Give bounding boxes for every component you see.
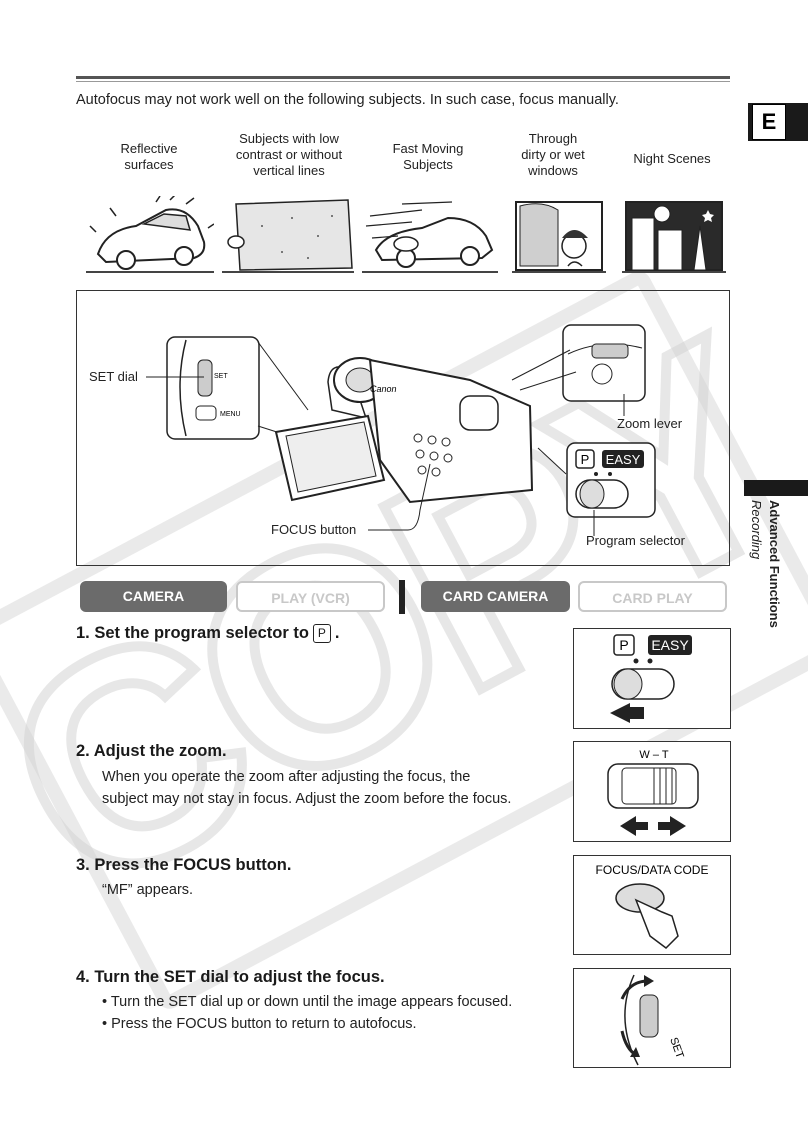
step-2-body: When you operate the zoom after adjustin…: [102, 769, 512, 807]
step-2-image: W – T: [573, 741, 731, 842]
intro-text: Autofocus may not work well on the follo…: [76, 92, 619, 108]
mode-separator: [399, 580, 405, 614]
mode-play-vcr: PLAY (VCR): [236, 581, 385, 612]
inset-easy-text: EASY: [606, 452, 641, 467]
fast-car-illustration: [362, 201, 498, 273]
step4-set-text: SET: [667, 1036, 686, 1060]
zoom-lever-label: Zoom lever: [617, 416, 683, 431]
program-selector-inset: P EASY: [566, 442, 656, 518]
step-2-title: 2. Adjust the zoom.: [76, 742, 227, 760]
focus-button-label: FOCUS button: [271, 522, 357, 537]
set-dial-menu-text: MENU: [220, 411, 241, 418]
set-dial-inset: SET MENU: [166, 336, 260, 440]
section-tab-bar: [744, 480, 808, 496]
top-rule-thin: [76, 81, 730, 82]
section-label: Advanced Functions Recording: [745, 500, 805, 670]
reflective-car-illustration: [86, 196, 214, 273]
mode-camera: CAMERA: [80, 581, 227, 612]
zoom-leader-lines: [511, 349, 625, 416]
program-leader-lines: [537, 447, 595, 536]
brand-text: Canon: [370, 384, 397, 394]
step-3-body: “MF” appears.: [102, 882, 194, 898]
inset-p-text: P: [581, 452, 590, 467]
camcorder-diagram: [76, 290, 730, 566]
subsection-title: Recording: [749, 500, 764, 560]
zoom-lever-inset: [562, 324, 646, 402]
top-rule: [76, 76, 730, 79]
step2-zoom-text: W – T: [639, 749, 668, 761]
night-scene-illustration: [622, 201, 726, 273]
focus-leader-line: [368, 463, 431, 531]
step-1-image: P EASY: [573, 628, 731, 729]
step1-easy-text: EASY: [651, 637, 689, 653]
step-3-image: FOCUS/DATA CODE: [573, 855, 731, 955]
step3-focus-text: FOCUS/DATA CODE: [596, 863, 709, 877]
step1-p-text: P: [619, 637, 628, 653]
program-p-icon: P: [312, 624, 331, 643]
step-4-title: 4. Turn the SET dial to adjust the focus…: [76, 968, 385, 986]
set-dial-label: SET dial: [89, 369, 138, 384]
set-dial-set-text: SET: [214, 373, 228, 380]
step-4-image: SET: [573, 968, 731, 1068]
low-contrast-wall-illustration: [222, 199, 354, 273]
language-letter: E: [752, 104, 786, 140]
mode-card-play: CARD PLAY: [578, 581, 727, 612]
camcorder-body-illustration: Canon: [274, 357, 534, 504]
mode-card-camera: CARD CAMERA: [421, 581, 570, 612]
step-4-body: • Turn the SET dial up or down until the…: [102, 994, 513, 1032]
subject-label-night: Night Scenes: [633, 151, 711, 166]
program-selector-label: Program selector: [586, 533, 685, 548]
wet-window-illustration: [512, 201, 606, 273]
step-3-title: 3. Press the FOCUS button.: [76, 856, 292, 874]
section-title: Advanced Functions: [767, 500, 782, 628]
